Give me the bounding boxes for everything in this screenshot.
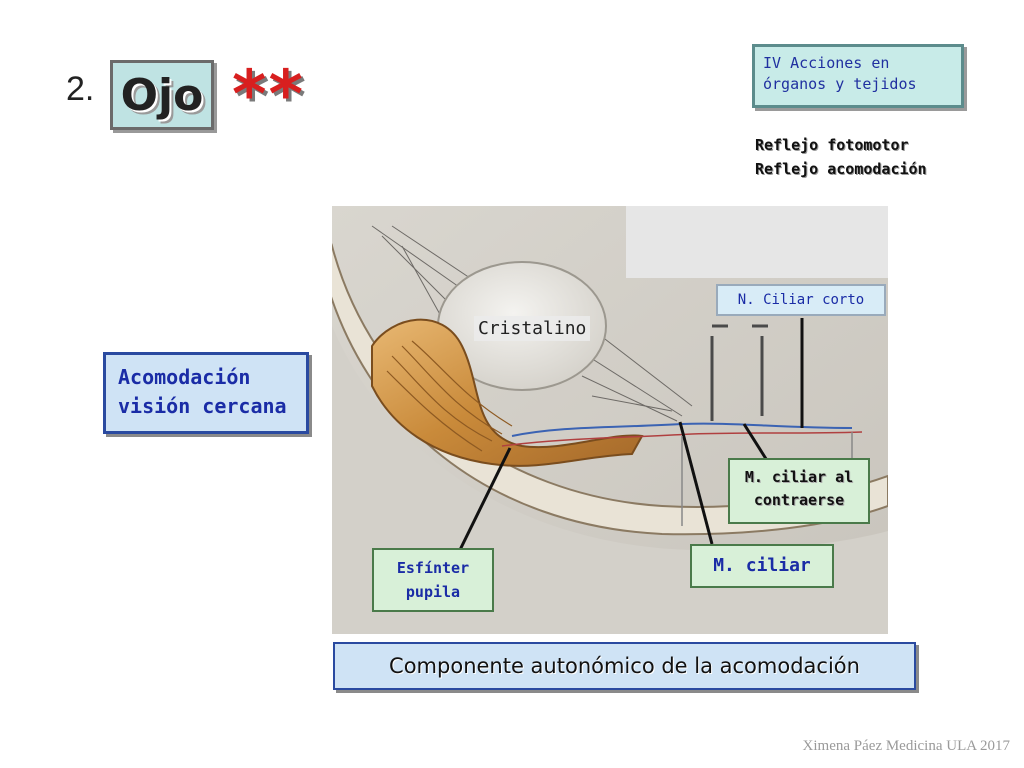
label-m-ciliar: M. ciliar [690, 544, 834, 588]
label-esfinter-line-1: Esfínter [396, 559, 470, 577]
section-line-1: IV Acciones en [763, 54, 890, 72]
caption-box: Componente autonómico de la acomodación [333, 642, 916, 690]
pointer-lines [454, 318, 804, 559]
section-box: IV Acciones en órganos y tejidos [752, 44, 964, 108]
label-cristalino: Cristalino [474, 316, 591, 341]
accommodation-line-2: visión cercana [118, 394, 287, 418]
section-line-2: órganos y tejidos [763, 75, 917, 93]
ciliary-muscle [371, 318, 644, 467]
label-n-ciliar-corto: N. Ciliar corto [716, 284, 886, 316]
accommodation-box: Acomodación visión cercana [103, 352, 309, 434]
muscle-striations [386, 340, 513, 452]
reflex-acomodacion: Reflejo acomodación [755, 160, 927, 178]
illustration-top-patch [626, 206, 888, 278]
slide-number: 2. [66, 70, 95, 108]
importance-stars: ** [232, 56, 306, 133]
slide-title: Ojo [120, 69, 204, 121]
accommodation-line-1: Acomodación [118, 365, 251, 389]
reflex-list: Reflejo fotomotor Reflejo acomodación [755, 133, 927, 181]
label-esfinter-line-2: pupila [405, 583, 461, 601]
footer-credit: Ximena Páez Medicina ULA 2017 [802, 738, 1010, 754]
label-m-ciliar-al-line-2: contraerse [753, 491, 845, 509]
title-box: Ojo [110, 60, 214, 130]
label-esfinter-pupila: Esfínter pupila [372, 548, 494, 612]
label-m-ciliar-al-contraerse: M. ciliar al contraerse [728, 458, 870, 524]
reflex-fotomotor: Reflejo fotomotor [755, 136, 909, 154]
label-m-ciliar-al-line-1: M. ciliar al [744, 468, 854, 486]
